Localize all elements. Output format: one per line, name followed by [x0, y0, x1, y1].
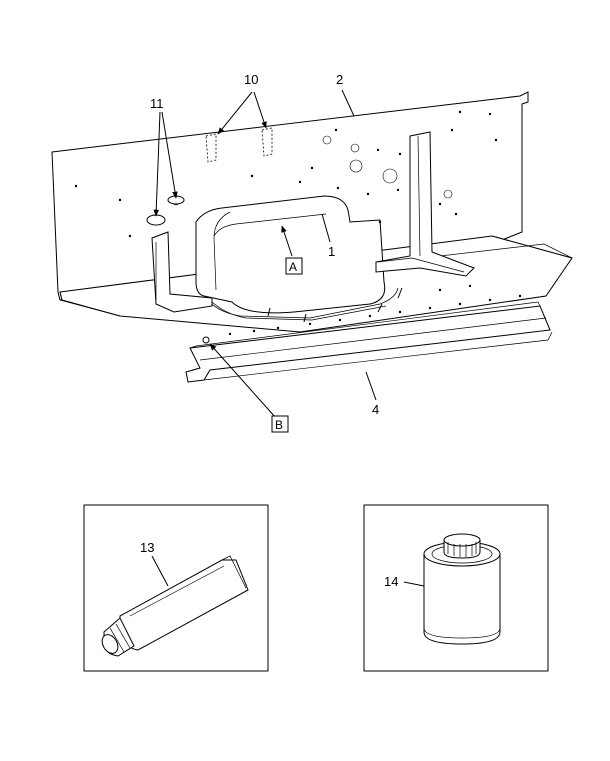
clip-right-dashed — [261, 127, 273, 157]
callout-1: 1 — [328, 244, 335, 259]
box-a: A — [285, 257, 303, 275]
inset-can: 14 — [363, 504, 549, 672]
clip-left-dashed — [205, 133, 217, 163]
floor-panel-assembly — [51, 91, 573, 383]
left-bracket — [151, 231, 213, 313]
callout-4: 4 — [372, 402, 379, 417]
callout-14: 14 — [384, 574, 398, 589]
callout-11: 11 — [150, 96, 164, 111]
adhesive-can — [423, 553, 501, 645]
callout-10: 10 — [244, 72, 258, 87]
right-bracket — [375, 131, 475, 277]
sealant-tube — [119, 559, 249, 651]
callout-13: 13 — [140, 540, 154, 555]
leader-lines — [153, 89, 377, 419]
inset-tube-frame — [83, 504, 269, 672]
box-b-label: B — [275, 418, 283, 432]
box-b: B — [271, 415, 289, 433]
tray-rivets — [228, 284, 522, 336]
point-b-fastener — [202, 336, 210, 344]
callout-2: 2 — [336, 72, 343, 87]
transmission-cover — [195, 195, 386, 314]
inset-can-frame — [363, 504, 549, 672]
grommet-lower — [146, 214, 166, 226]
box-a-label: A — [289, 260, 297, 274]
inset-tube: 13 — [83, 504, 269, 672]
